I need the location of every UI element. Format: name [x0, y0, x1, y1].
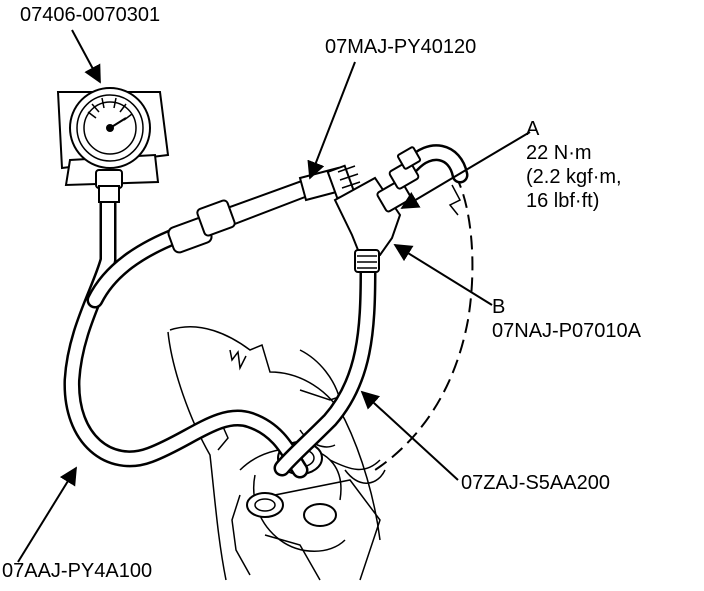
- label-callout-b-part: 07NAJ-P07010A: [492, 320, 641, 342]
- label-callout-b-letter: B: [492, 296, 506, 318]
- label-callout-a-torque-nm: 22 N·m: [526, 142, 592, 164]
- alternate-hose-end: [448, 184, 462, 216]
- label-callout-a-letter: A: [526, 118, 540, 140]
- leader-gauge-hose: [17, 466, 77, 563]
- fuel-hose: [273, 261, 377, 477]
- label-callout-a-torque-lbf: 16 lbf·ft): [526, 190, 600, 212]
- label-callout-a-torque-kgf: (2.2 kgf·m,: [526, 166, 622, 188]
- adapter-hose-fitting: [167, 164, 361, 254]
- label-gauge-part: 07406-0070301: [20, 4, 161, 26]
- leader-adapter-hose: [307, 61, 356, 180]
- leader-gauge-part: [71, 29, 101, 84]
- gauge-hose: [63, 171, 309, 479]
- leader-callout-b: [393, 244, 493, 306]
- label-gauge-hose-part: 07AAJ-PY4A100: [2, 560, 153, 582]
- leader-callout-a: [400, 131, 531, 209]
- label-adapter-hose-part: 07MAJ-PY40120: [325, 36, 477, 58]
- pressure-gauge: [56, 87, 170, 203]
- leader-lines: [17, 29, 531, 563]
- tee-fitting: [333, 146, 422, 273]
- label-fuel-hose-part: 07ZAJ-S5AA200: [461, 472, 610, 494]
- leader-fuel-hose: [360, 390, 459, 481]
